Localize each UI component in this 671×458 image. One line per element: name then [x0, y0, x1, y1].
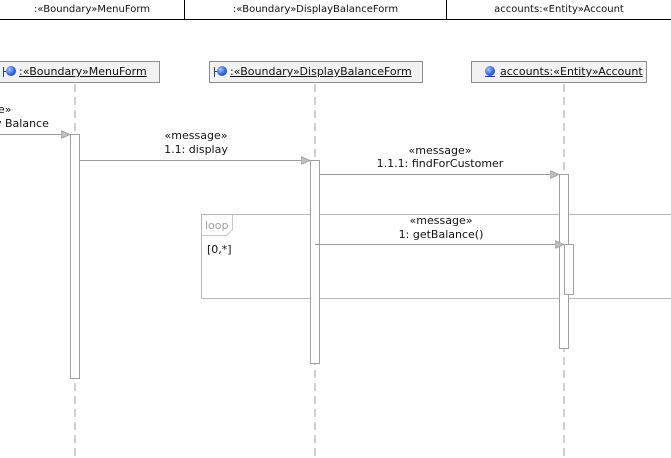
incoming-message-label: v Balance — [0, 117, 49, 130]
lifeline-head-account[interactable]: accounts:«Entity»Account — [471, 61, 647, 83]
message-display-stereotype: «message» — [164, 129, 228, 142]
lifeline-label-account: accounts:«Entity»Account — [500, 65, 643, 78]
message-getbalance-label: 1: getBalance() — [398, 228, 484, 241]
message-getbalance-stereotype: «message» — [409, 214, 473, 227]
header-bar: :«Boundary»MenuForm :«Boundary»DisplayBa… — [0, 0, 671, 20]
loop-operator-label: loop — [205, 219, 229, 232]
activation-bar-menuform — [70, 134, 80, 379]
boundary-icon — [214, 66, 228, 78]
header-divider — [184, 0, 185, 19]
incoming-message-stereotype: e» — [0, 103, 12, 116]
message-findforcustomer-stereotype: «message» — [408, 144, 472, 157]
activation-bar-displaybalanceform — [310, 160, 320, 364]
message-findforcustomer-label: 1.1.1: findForCustomer — [376, 157, 504, 170]
loop-guard-label: [0,*] — [207, 243, 232, 256]
header-cell-menuform: :«Boundary»MenuForm — [33, 4, 151, 15]
boundary-icon — [3, 66, 17, 78]
lifeline-label-menuform: :«Boundary»MenuForm — [19, 65, 147, 78]
activation-bar-account-nested — [564, 244, 574, 295]
lifeline-head-menuform[interactable]: :«Boundary»MenuForm — [0, 61, 160, 83]
message-display-label: 1.1: display — [164, 143, 228, 156]
header-cell-displaybalanceform: :«Boundary»DisplayBalanceForm — [232, 4, 399, 15]
header-divider — [446, 0, 447, 19]
lifeline-label-displaybalanceform: :«Boundary»DisplayBalanceForm — [230, 65, 412, 78]
loop-frame-tag-border — [201, 214, 233, 236]
entity-icon — [484, 66, 498, 78]
header-cell-account: accounts:«Entity»Account — [494, 4, 624, 15]
lifeline-head-displaybalanceform[interactable]: :«Boundary»DisplayBalanceForm — [209, 61, 423, 83]
loop-frame — [201, 214, 671, 299]
